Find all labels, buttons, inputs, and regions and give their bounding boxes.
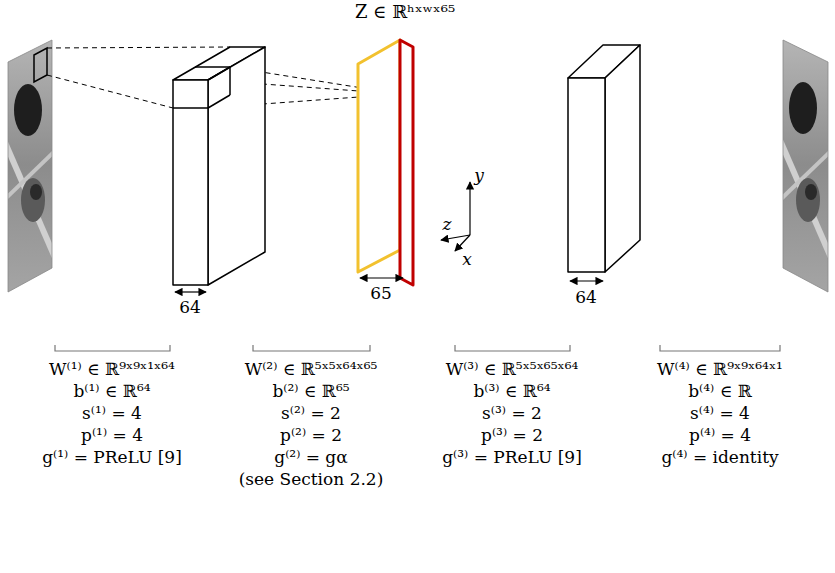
depth-label: 64 bbox=[575, 288, 597, 308]
depth-label: 64 bbox=[179, 298, 201, 318]
input-image bbox=[0, 30, 60, 300]
layer-parameter: W⁽²⁾ ∈ ℝ⁵ˣ⁵ˣ⁶⁴ˣ⁶⁵ bbox=[245, 360, 378, 380]
layer-parameter: p⁽⁴⁾ = 4 bbox=[689, 426, 751, 446]
layer-parameter: g⁽¹⁾ = PReLU [9] bbox=[42, 448, 182, 468]
depth-label: 65 bbox=[370, 284, 392, 304]
layer-brackets bbox=[55, 345, 780, 351]
axis-label: z bbox=[443, 215, 452, 235]
layer-parameter: g⁽⁴⁾ = identity bbox=[661, 448, 778, 468]
depth-arrow bbox=[570, 280, 603, 281]
layer-parameter: s⁽³⁾ = 2 bbox=[482, 404, 542, 424]
layer-parameter: b⁽³⁾ ∈ ℝ⁶⁴ bbox=[473, 382, 550, 402]
layer-parameter: b⁽²⁾ ∈ ℝ⁶⁵ bbox=[272, 382, 349, 402]
layer-parameter: g⁽³⁾ = PReLU [9] bbox=[442, 448, 582, 468]
feature-block-side bbox=[358, 40, 400, 272]
kernel-cube bbox=[173, 67, 230, 108]
layer-parameter: W⁽⁴⁾ ∈ ℝ⁹ˣ⁹ˣ⁶⁴ˣ¹ bbox=[657, 360, 783, 380]
output-image bbox=[775, 30, 835, 300]
layer-parameter: p⁽²⁾ = 2 bbox=[280, 426, 342, 446]
feature-block bbox=[173, 47, 265, 285]
layer-parameter: b⁽⁴⁾ ∈ ℝ bbox=[688, 382, 752, 402]
layer-parameter: b⁽¹⁾ ∈ ℝ⁶⁴ bbox=[73, 382, 150, 402]
axis-label: y bbox=[474, 166, 484, 186]
layer-parameter: (see Section 2.2) bbox=[239, 470, 384, 490]
layer-parameter: p⁽³⁾ = 2 bbox=[481, 426, 543, 446]
feature-block bbox=[568, 45, 640, 272]
layer-parameter: g⁽²⁾ = gα bbox=[274, 448, 347, 468]
layer-parameter: s⁽²⁾ = 2 bbox=[281, 404, 341, 424]
layer-parameter: s⁽¹⁾ = 4 bbox=[82, 404, 142, 424]
layer-parameter: W⁽³⁾ ∈ ℝ⁵ˣ⁵ˣ⁶⁵ˣ⁶⁴ bbox=[446, 360, 579, 380]
feature-slice bbox=[400, 40, 413, 285]
layer-parameter: s⁽⁴⁾ = 4 bbox=[690, 404, 750, 424]
depth-arrow bbox=[360, 277, 403, 278]
layer-parameter: W⁽¹⁾ ∈ ℝ⁹ˣ⁹ˣ¹ˣ⁶⁴ bbox=[49, 360, 175, 380]
image-frame bbox=[783, 40, 828, 292]
axis-label: x bbox=[462, 250, 472, 270]
depth-arrow bbox=[175, 291, 206, 292]
axis-arrows bbox=[441, 182, 470, 251]
tensor-shape: Z ∈ ℝʰˣʷˣ⁶⁵ bbox=[355, 2, 455, 23]
image-frame bbox=[8, 40, 52, 292]
receptive-patch bbox=[34, 48, 47, 82]
layer-parameter: p⁽¹⁾ = 4 bbox=[81, 426, 143, 446]
